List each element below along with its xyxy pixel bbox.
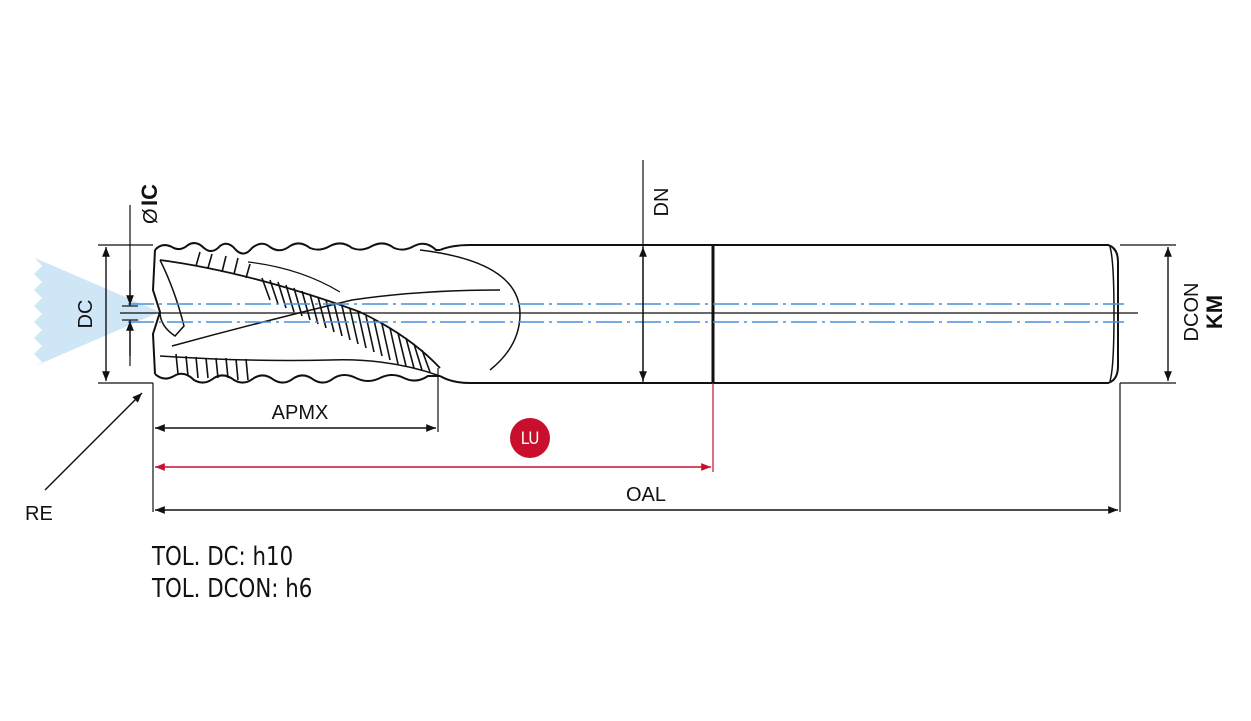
tolerance-dcon: TOL. DCON: h6 bbox=[152, 574, 313, 604]
dcon-label: DCON bbox=[1181, 283, 1203, 342]
centerlines bbox=[128, 303, 1124, 323]
tool-neck bbox=[419, 244, 713, 384]
dn-label: DN bbox=[651, 188, 673, 217]
re-leader bbox=[44, 392, 143, 491]
lu-label: LU bbox=[521, 429, 540, 449]
cutting-zone-fan bbox=[34, 258, 160, 366]
dc-label: DC bbox=[75, 300, 97, 329]
tolerance-dc: TOL. DC: h10 bbox=[152, 542, 294, 572]
ic-diameter-symbol: Ø bbox=[140, 208, 162, 224]
km-label: KM bbox=[1202, 295, 1227, 329]
re-label: RE bbox=[25, 503, 53, 525]
dimension-lines bbox=[44, 247, 1172, 514]
oal-label: OAL bbox=[626, 484, 666, 506]
extension-lines bbox=[98, 160, 1176, 512]
ic-label: IC bbox=[137, 184, 162, 206]
tool-shank bbox=[711, 244, 1119, 384]
lu-badge: LU bbox=[510, 418, 550, 458]
apmx-label: APMX bbox=[272, 402, 329, 424]
